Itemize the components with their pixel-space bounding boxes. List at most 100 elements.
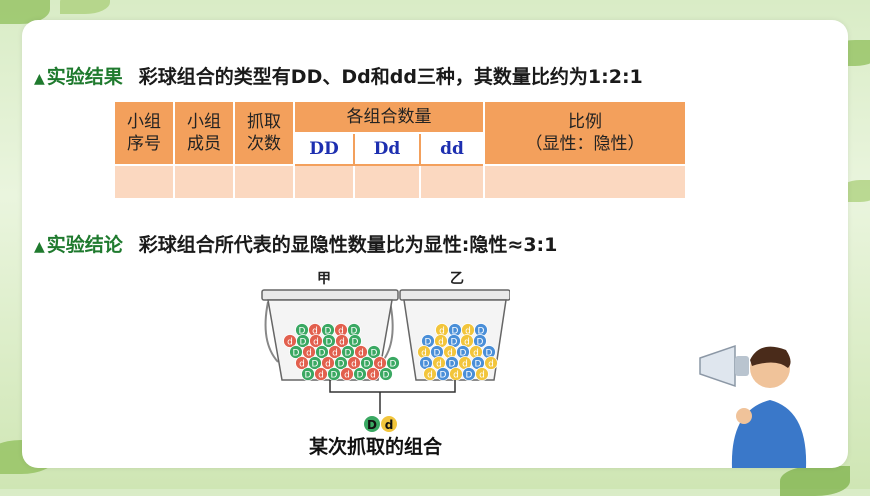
ball-letter: d [332, 349, 338, 359]
foliage-decoration [60, 0, 110, 14]
ball-letter: d [299, 360, 305, 370]
ball-letter: d [421, 349, 427, 359]
drawn-ball-left-letter: D [367, 418, 377, 432]
ball-letter: D [449, 360, 456, 370]
table-cell [419, 164, 485, 200]
ball-letter: D [434, 349, 441, 359]
ball-letter: d [479, 371, 485, 381]
ball-letter: D [466, 371, 473, 381]
person-megaphone-illustration [699, 344, 807, 468]
ball-letter: d [370, 371, 376, 381]
ball-letter: d [312, 327, 318, 337]
bucket-a-rim [261, 289, 399, 301]
ball-letter: d [344, 371, 350, 381]
drawn-ball-right [381, 416, 397, 432]
ball-letter: d [377, 360, 383, 370]
result-text: 彩球组合的类型有DD、Dd和dd三种，其数量比约为1:2:1 [138, 66, 643, 88]
header-combo-count: 各组合数量 [293, 100, 485, 134]
bucket-handle [264, 301, 279, 363]
ball-letter: D [345, 349, 352, 359]
content-card: ▲实验结果彩球组合的类型有DD、Dd和dd三种，其数量比约为1:2:1 小组序号… [22, 20, 848, 468]
conclusion-heading: ▲实验结论彩球组合所代表的显隐性数量比为显性:隐性≈3:1 [34, 230, 557, 257]
ball-letter: d [436, 360, 442, 370]
ball-letter: D [357, 371, 364, 381]
bucket-a-label: 甲 [317, 271, 331, 287]
header-group-no: 小组序号 [113, 100, 175, 166]
ball-letter: D [364, 360, 371, 370]
ball-letter: d [488, 360, 494, 370]
ball-letter: d [351, 360, 357, 370]
drawn-ball-left [364, 416, 380, 432]
conclusion-text: 彩球组合所代表的显隐性数量比为显性:隐性≈3:1 [138, 234, 558, 256]
foliage-decoration [780, 466, 850, 496]
ball-letter: d [453, 371, 459, 381]
ball-letter: D [338, 360, 345, 370]
results-table: 小组序号 小组成员 抓取次数 各组合数量 比例（显性：隐性） DD Dd dd [113, 100, 687, 200]
ball [484, 356, 498, 370]
figure-caption: 某次抓取的组合 [309, 436, 443, 458]
result-tag: 实验结果 [46, 66, 123, 88]
ball [348, 334, 362, 348]
ball-letter: D [299, 327, 306, 337]
ball-letter: D [452, 327, 459, 337]
ball [379, 367, 393, 381]
ball-letter: D [460, 349, 467, 359]
ball-letter: d [462, 360, 468, 370]
ball-letter: D [352, 338, 359, 348]
table-cell [233, 164, 295, 200]
ball-letter: D [425, 338, 432, 348]
ball-letter: d [306, 349, 312, 359]
table-cell [483, 164, 687, 200]
ball-letter: D [312, 360, 319, 370]
ball-letter: d [438, 338, 444, 348]
ball-letter: d [287, 338, 293, 348]
ball-letter: d [465, 327, 471, 337]
table-cell [113, 164, 175, 200]
ball-letter: D [305, 371, 312, 381]
ball-letter: d [338, 327, 344, 337]
subheader-Dd: Dd [353, 132, 421, 166]
ball [386, 356, 400, 370]
ball-letter: d [473, 349, 479, 359]
ball-letter: D [383, 371, 390, 381]
ball-letter: D [351, 327, 358, 337]
ball [475, 367, 489, 381]
ball-letter: d [427, 371, 433, 381]
ball-letter: d [313, 338, 319, 348]
hand [736, 408, 752, 424]
result-heading: ▲实验结果彩球组合的类型有DD、Dd和dd三种，其数量比约为1:2:1 [34, 62, 643, 89]
ball-letter: d [439, 327, 445, 337]
subheader-dd: dd [419, 132, 485, 166]
ball-letter: D [477, 338, 484, 348]
megaphone-handle [735, 356, 749, 376]
header-draw-count: 抓取次数 [233, 100, 295, 166]
ball-letter: D [486, 349, 493, 359]
bucket-b-label: 乙 [450, 271, 464, 287]
ball-letter: D [325, 327, 332, 337]
conclusion-tag: 实验结论 [46, 234, 123, 256]
triangle-bullet-icon: ▲ [34, 239, 45, 255]
table-cell [173, 164, 235, 200]
triangle-bullet-icon: ▲ [34, 71, 45, 87]
header-ratio: 比例（显性：隐性） [483, 100, 687, 166]
ball-letter: D [451, 338, 458, 348]
connector-line [329, 380, 456, 393]
ball-letter: D [326, 338, 333, 348]
table-cell [353, 164, 421, 200]
ball-letter: d [358, 349, 364, 359]
ball-letter: D [293, 349, 300, 359]
header-members: 小组成员 [173, 100, 235, 166]
table-cell [293, 164, 355, 200]
hair [750, 346, 791, 368]
ball-letter: D [423, 360, 430, 370]
ball-letter: d [325, 360, 331, 370]
ball-letter: d [447, 349, 453, 359]
megaphone-icon [699, 344, 736, 388]
ball-letter: D [478, 327, 485, 337]
ball-letter: d [318, 371, 324, 381]
bucket-b-rim [399, 289, 510, 301]
ball-letter: D [371, 349, 378, 359]
ball-letter: d [339, 338, 345, 348]
ball-letter: D [300, 338, 307, 348]
